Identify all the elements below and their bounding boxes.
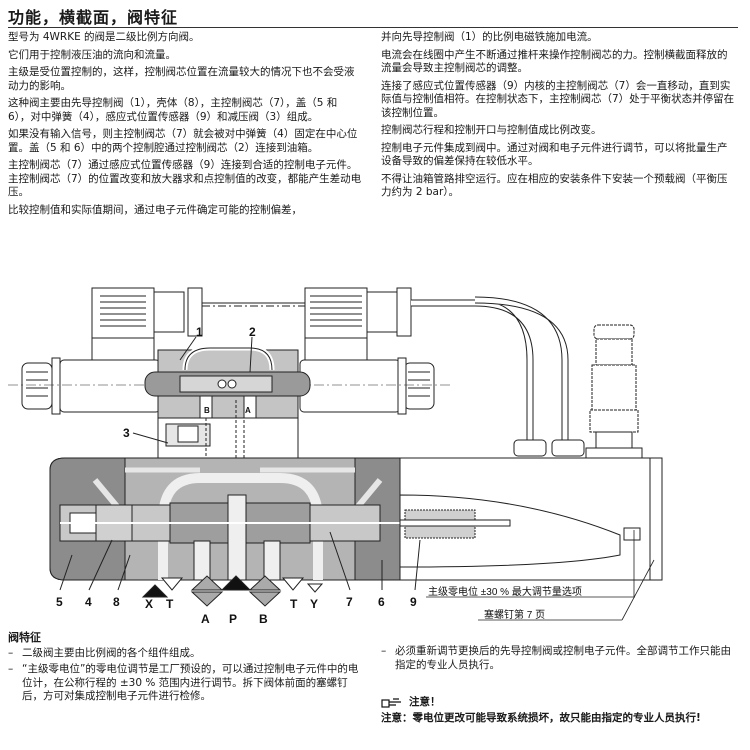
internal-label-b: B [204, 406, 210, 415]
callout-5: 5 [56, 595, 63, 609]
paragraph: 主控制阀芯（7）通过感应式位置传感器（9）连接到合适的控制电子元件。主控制阀芯（… [8, 159, 362, 198]
callout-6: 6 [378, 595, 385, 609]
dash-bullet: – [8, 646, 14, 659]
port-a: A [201, 612, 210, 626]
page-title: 功能，横截面，阀特征 [8, 8, 179, 27]
paragraph: 它们用于控制液压油的流向和流量。 [8, 48, 176, 61]
feature-item: – 必须重新调节更换后的先导控制阀或控制电子元件。全部调节工作只能由指定的专业人… [381, 645, 741, 672]
feature-text: 必须重新调节更换后的先导控制阀或控制电子元件。全部调节工作只能由指定的专业人员执… [395, 645, 731, 671]
caution-title: 注意！ [409, 696, 441, 708]
pointing-hand-icon [381, 698, 401, 708]
callout-4: 4 [85, 595, 92, 609]
port-b: B [259, 612, 268, 626]
port-x: X [145, 597, 153, 611]
feature-item: – 二级阀主要由比例阀的各个组件组成。 [8, 647, 368, 661]
port-y: Y [310, 597, 318, 611]
paragraph: 如果没有输入信号，则主控制阀芯（7）就会被对中弹簧（4）固定在中心位置。盖（5 … [8, 128, 358, 154]
callout-1: 1 [196, 325, 203, 339]
features-heading: 阀特征 [8, 631, 41, 644]
annotation-zero-potential: 主级零电位 ±30 % 最大调节量选项 [428, 585, 582, 598]
valve-features-left: 阀特征 – 二级阀主要由比例阀的各个组件组成。 – “主级零电位”的零电位调节是… [8, 631, 368, 707]
paragraph: 主级是受位置控制的，这样，控制阀芯位置在流量较大的情况下也不会受液动力的影响。 [8, 66, 355, 92]
paragraph: 不得让油箱管路排空运行。应在相应的安装条件下安装一个预载阀（平衡压力约为 2 b… [381, 172, 728, 199]
paragraph: 控制电子元件集成到阀中。通过对阀和电子元件进行调节，可以将批量生产设备导致的偏差… [381, 141, 728, 168]
electrical-connector [585, 324, 643, 459]
port-t-left: T [166, 597, 174, 611]
feature-text: “主级零电位”的零电位调节是工厂预设的，可以通过控制电子元件中的电位计，在公称行… [22, 663, 359, 702]
solenoid-right [304, 287, 412, 367]
port-t-right: T [290, 597, 298, 611]
paragraph: 电流会在线圈中产生不断通过推杆来操作控制阀芯的力。控制横截面释放的流量会导致主控… [381, 48, 728, 75]
callout-2: 2 [249, 325, 256, 339]
annotation-plug-screw: 塞螺钉第 7 页 [484, 608, 545, 621]
paragraph: 这种阀主要由先导控制阀（1），壳体（8），主控制阀芯（7），盖（5 和 6），对… [8, 97, 338, 123]
paragraph: 并向先导控制阀（1）的比例电磁铁施加电流。 [381, 31, 598, 43]
valve-features-right: – 必须重新调节更换后的先导控制阀或控制电子元件。全部调节工作只能由指定的专业人… [381, 645, 741, 725]
internal-label-a: A [245, 406, 251, 415]
callout-3: 3 [123, 426, 130, 440]
callout-8: 8 [113, 595, 120, 609]
paragraph: 比较控制值和实际值期间，通过电子元件确定可能的控制偏差， [8, 203, 302, 216]
paragraph: 连接了感应式位置传感器（9）内核的主控制阀芯（7）会一直移动，直到实际值与控制值… [381, 79, 735, 119]
paragraph: 控制阀芯行程和控制开口与控制值成比例改变。 [381, 124, 602, 136]
description-left-column: 型号为 4WRKE 的阀是二级比例方向阀。 它们用于控制液压油的流向和流量。 主… [8, 31, 363, 221]
title-divider [8, 27, 738, 28]
callout-7: 7 [346, 595, 353, 609]
port-p: P [229, 612, 237, 626]
feature-text: 二级阀主要由比例阀的各个组件组成。 [22, 646, 201, 659]
valve-cross-section-diagram: 1 2 3 4 5 6 7 8 9 X T T Y A P B B A 主级零电… [8, 287, 663, 626]
dash-bullet: – [381, 645, 387, 657]
caution-text: 注意：零电位更改可能导致系统损坏，故只能由指定的专业人员执行! [381, 711, 701, 724]
callout-9: 9 [410, 595, 417, 609]
dash-bullet: – [8, 663, 14, 675]
description-right-column: 并向先导控制阀（1）的比例电磁铁施加电流。 电流会在线圈中产生不断通过推杆来操作… [381, 31, 736, 204]
caution-heading: 注意！ [381, 696, 741, 710]
paragraph: 型号为 4WRKE 的阀是二级比例方向阀。 [8, 31, 200, 43]
feature-item: – “主级零电位”的零电位调节是工厂预设的，可以通过控制电子元件中的电位计，在公… [8, 663, 368, 704]
